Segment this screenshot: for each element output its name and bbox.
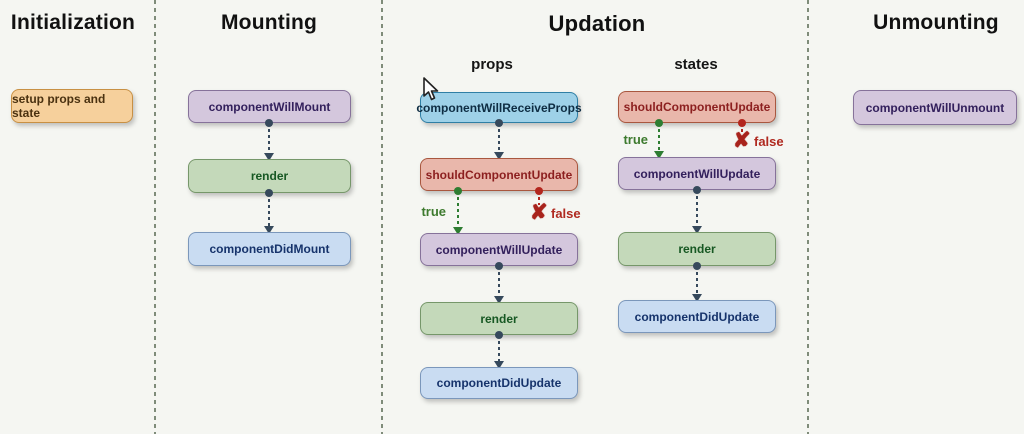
lane-title-unmounting: Unmounting: [873, 11, 999, 34]
arrow-render-to-didmount: [264, 189, 274, 234]
arrow-false-branch-states: [738, 119, 746, 135]
subtitle-states: states: [674, 56, 718, 73]
lane-title-mounting: Mounting: [220, 11, 318, 34]
lifecycle-box-render-mounting: render: [188, 159, 351, 193]
arrow-render-to-didupdate-states: [692, 262, 702, 302]
lifecycle-box-componentdidmount: componentDidMount: [188, 232, 351, 266]
arrow-true-branch-props: [453, 187, 463, 235]
false-x-icon: ✘: [530, 201, 548, 224]
arrow-willmount-to-render: [264, 119, 274, 161]
true-branch-label-states: true: [623, 132, 648, 147]
arrow-willreceiveprops-to-shouldupdate: [494, 119, 504, 160]
arrow-render-to-didupdate-props: [494, 331, 504, 369]
lifecycle-box-componentwillupdate-states: componentWillUpdate: [618, 157, 776, 190]
lane-separator: [381, 0, 383, 434]
arrow-true-branch-states: [654, 119, 664, 159]
subtitle-props: props: [471, 56, 513, 73]
lifecycle-box-componentdidupdate-props: componentDidUpdate: [420, 367, 578, 399]
true-branch-label-props: true: [421, 204, 446, 219]
lifecycle-box-setup-props-and-state: setup props and state: [11, 89, 133, 123]
lane-separator: [807, 0, 809, 434]
lifecycle-box-render-states: render: [618, 232, 776, 266]
lifecycle-box-componentwillunmount: componentWillUnmount: [853, 90, 1017, 125]
mouse-cursor-icon: [423, 77, 439, 101]
false-branch-label-props: false: [551, 206, 581, 221]
lifecycle-box-render-props: render: [420, 302, 578, 335]
lifecycle-box-componentwillmount: componentWillMount: [188, 90, 351, 123]
false-branch-label-states: false: [754, 134, 784, 149]
lifecycle-box-componentdidupdate-states: componentDidUpdate: [618, 300, 776, 333]
arrow-false-branch-props: [535, 187, 543, 205]
arrow-willupdate-to-render-props: [494, 262, 504, 304]
lifecycle-box-shouldcomponentupdate-states: shouldComponentUpdate: [618, 91, 776, 123]
lane-title-initialization: Initialization: [10, 11, 136, 34]
false-x-icon: ✘: [733, 129, 751, 152]
lane-separator: [154, 0, 156, 434]
lane-title-updation: Updation: [548, 11, 646, 36]
lifecycle-box-shouldcomponentupdate-props: shouldComponentUpdate: [420, 158, 578, 191]
arrow-willupdate-to-render-states: [692, 186, 702, 234]
